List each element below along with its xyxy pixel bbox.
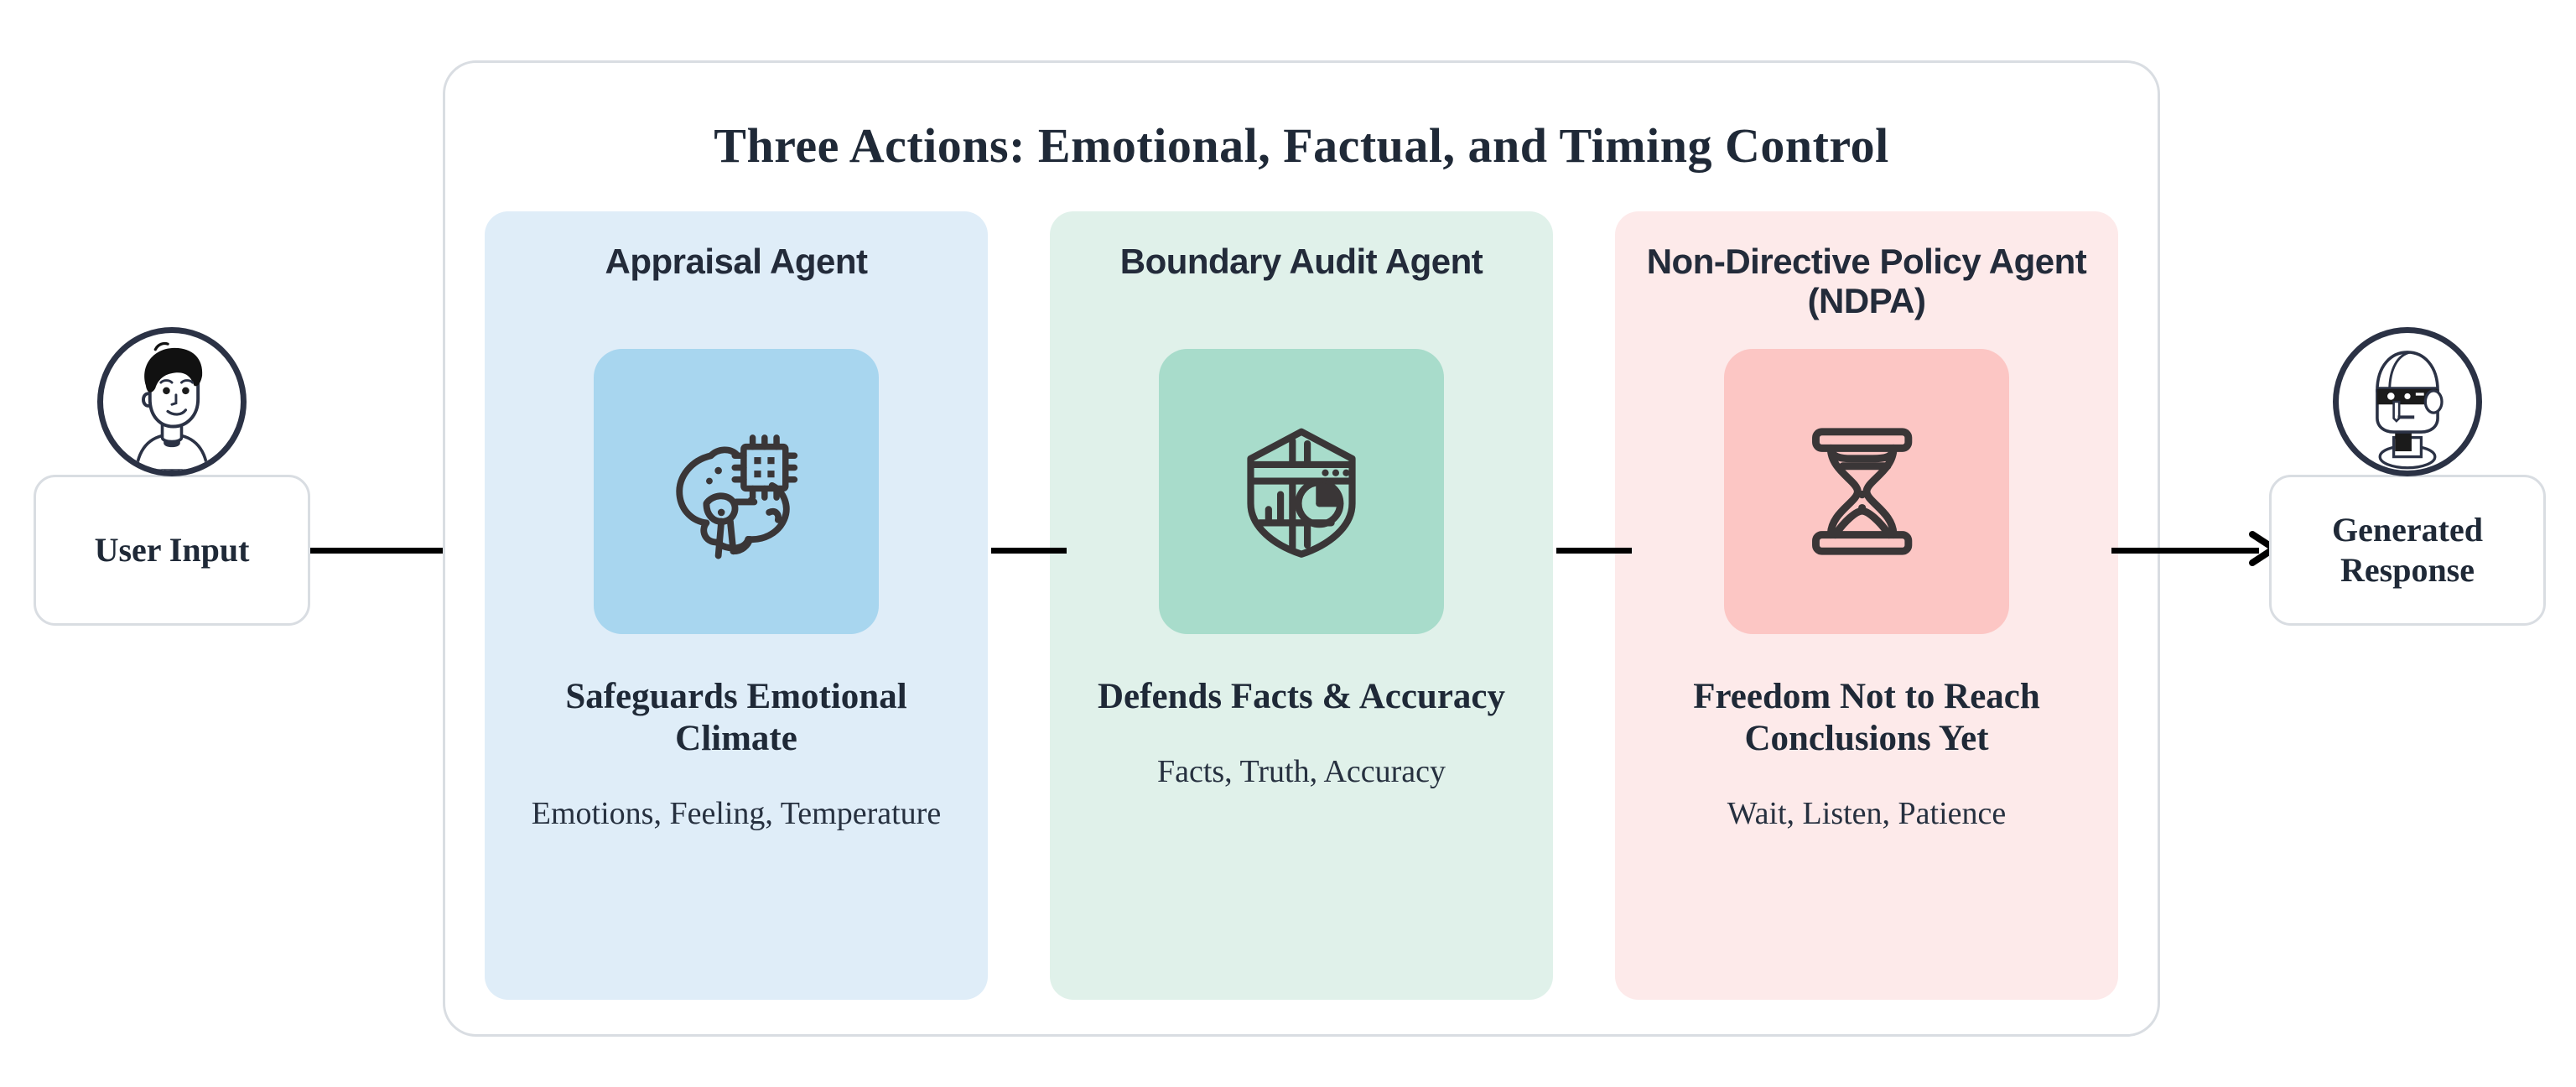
user-input-box: User Input (34, 475, 310, 626)
agent-card-headline: Safeguards Emotional Climate (565, 677, 907, 758)
agent-icon-tile (1724, 349, 2009, 634)
agent-card-appraisal[interactable]: Appraisal Agent (485, 211, 988, 1000)
agent-card-keywords: Facts, Truth, Accuracy (1156, 753, 1446, 789)
agent-card-ndpa[interactable]: Non-Directive Policy Agent (NDPA) (1615, 211, 2118, 1000)
user-input-label: User Input (94, 531, 250, 569)
generated-response-label: Generated Response (2332, 511, 2483, 589)
agent-icon-tile (1159, 349, 1444, 634)
shield-analytics-icon (1227, 417, 1376, 566)
connector-line (310, 548, 458, 554)
connector-line (2111, 548, 2259, 554)
brain-chip-icon (662, 417, 811, 566)
agent-card-title: Non-Directive Policy Agent (NDPA) (1646, 242, 2087, 321)
agent-card-headline: Defends Facts & Accuracy (1097, 677, 1506, 716)
user-avatar-icon (97, 327, 247, 476)
connector-line (1556, 548, 1632, 554)
panel-title: Three Actions: Emotional, Factual, and T… (714, 118, 1889, 173)
agent-card-headline: Freedom Not to Reach Conclusions Yet (1693, 677, 2040, 758)
hourglass-icon (1792, 417, 1941, 566)
agent-card-title: Appraisal Agent (605, 242, 869, 281)
generated-response-box: Generated Response (2269, 475, 2546, 626)
agent-card-keywords: Wait, Listen, Patience (1727, 795, 2007, 831)
connector-line (991, 548, 1067, 554)
agent-icon-tile (594, 349, 879, 634)
robot-avatar-icon (2333, 327, 2482, 476)
agent-card-title: Boundary Audit Agent (1119, 242, 1483, 281)
agent-cards-row: Appraisal Agent (485, 211, 2118, 1000)
agent-card-boundary-audit[interactable]: Boundary Audit Agent (1050, 211, 1553, 1000)
agent-card-keywords: Emotions, Feeling, Temperature (531, 795, 942, 831)
